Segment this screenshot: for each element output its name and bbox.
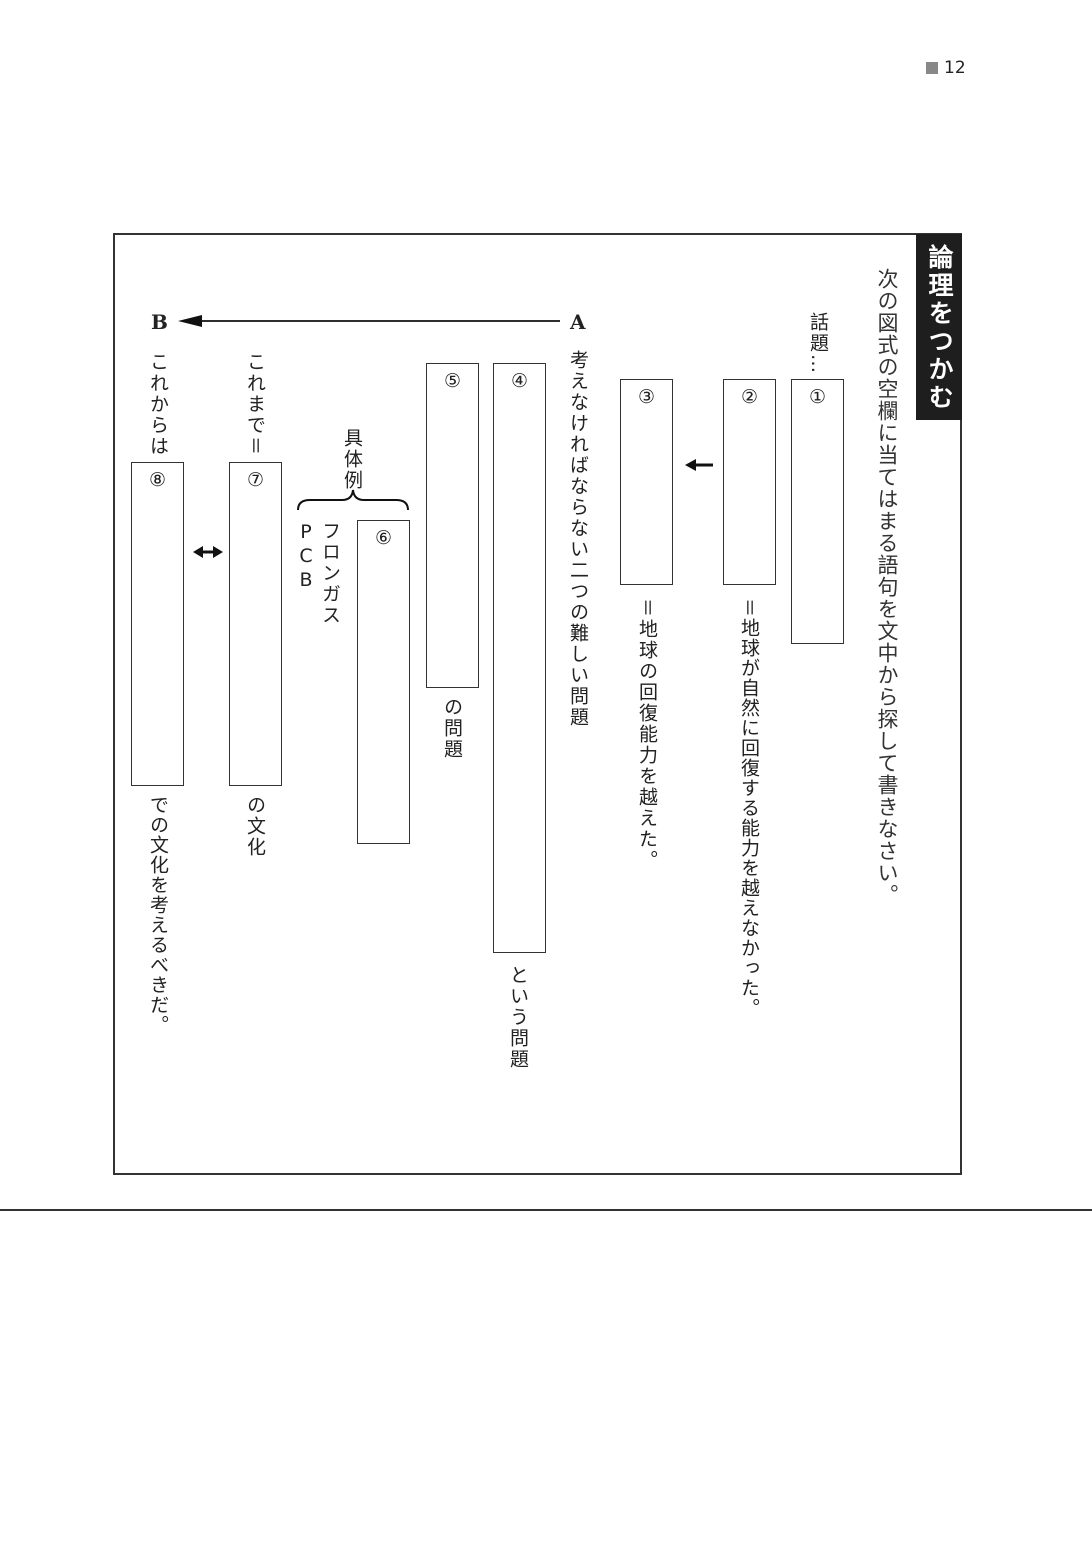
blank-box-6[interactable]: ⑥ <box>357 520 410 844</box>
label-b: B <box>151 310 168 334</box>
page-number: 12 <box>926 58 966 78</box>
brace-icon <box>297 489 409 511</box>
text-after-8: での文化を考えるべきだ。 <box>147 795 169 1035</box>
example-pcb: PCB <box>295 521 317 593</box>
blank-number: ① <box>808 386 827 408</box>
text-before-7: これまで＝ <box>244 352 266 458</box>
examples-label: 具体例 <box>341 428 363 491</box>
label-a: A <box>570 310 586 334</box>
text-after-7: の文化 <box>244 795 266 858</box>
page-divider <box>0 1209 1092 1211</box>
double-arrow-icon <box>193 546 223 558</box>
square-icon <box>926 62 938 74</box>
long-left-arrow-icon <box>178 315 560 327</box>
blank-number: ⑤ <box>443 370 462 392</box>
text-two-problems: 考えなければならない二つの難しい問題 <box>567 350 589 728</box>
blank-box-5[interactable]: ⑤ <box>426 363 479 688</box>
text-after-5: の問題 <box>441 697 463 760</box>
blank-box-7[interactable]: ⑦ <box>229 462 282 786</box>
blank-box-2[interactable]: ② <box>723 379 776 585</box>
blank-number: ④ <box>510 370 529 392</box>
blank-number: ⑧ <box>148 469 167 491</box>
instruction: 次の図式の空欄に当てはまる語句を文中から探して書きなさい。 <box>875 268 899 906</box>
page-number-text: 12 <box>944 58 966 78</box>
blank-number: ⑥ <box>374 527 393 549</box>
text-after-3: ＝地球の回復能力を越えた。 <box>636 598 658 872</box>
text-after-2: ＝地球が自然に回復する能力を越えなかった。 <box>738 598 760 1019</box>
text-after-4: という問題 <box>507 965 529 1070</box>
blank-box-1[interactable]: ① <box>791 379 844 644</box>
topic-label: 話題… <box>807 312 829 375</box>
text-before-8: これからは <box>147 352 169 457</box>
blank-box-3[interactable]: ③ <box>620 379 673 585</box>
exercise-frame <box>113 233 962 1175</box>
blank-number: ② <box>740 386 759 408</box>
example-freon: フロンガス <box>319 521 341 626</box>
left-arrow-icon <box>685 459 713 471</box>
blank-box-8[interactable]: ⑧ <box>131 462 184 786</box>
blank-number: ⑦ <box>246 469 265 491</box>
blank-number: ③ <box>637 386 656 408</box>
blank-box-4[interactable]: ④ <box>493 363 546 953</box>
section-title: 論理をつかむ <box>916 234 962 420</box>
